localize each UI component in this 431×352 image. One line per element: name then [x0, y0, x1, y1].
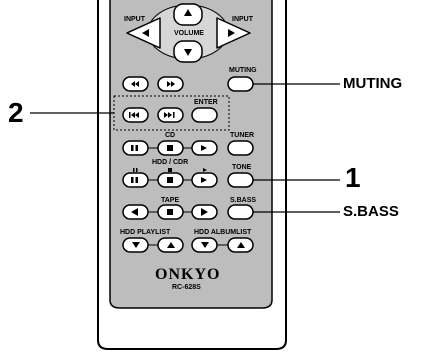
row-tape [122, 204, 254, 220]
sbass-label: S.BASS [230, 197, 257, 204]
hdd-playlist-label: HDD PLAYLIST [120, 229, 171, 236]
row-cd [122, 140, 254, 156]
tuner-label: TUNER [230, 132, 255, 139]
hdd-albumlist-label: HDD ALBUMLIST [194, 229, 252, 236]
muting-label: MUTING [229, 67, 257, 74]
callout-muting: MUTING [343, 75, 403, 92]
tape-label: TAPE [161, 197, 180, 204]
callout-1: 1 [345, 162, 361, 193]
callout-2: 2 [8, 97, 24, 128]
input-right-label: INPUT [232, 16, 253, 23]
tone-label: TONE [232, 164, 252, 171]
model-label: RC-628S [172, 284, 201, 291]
volume-cross [126, 3, 251, 63]
row-hdd-lists [122, 237, 254, 253]
cd-label: CD [165, 132, 176, 139]
brand-logo-text: ONKYO [155, 266, 221, 283]
callout-sbass: S.BASS [343, 203, 399, 220]
row-hdd [122, 168, 254, 188]
enter-label: ENTER [194, 99, 218, 106]
hdd-cdr-label: HDD / CDR [152, 159, 189, 166]
row-search [122, 76, 254, 92]
input-left-label: INPUT [124, 16, 145, 23]
volume-label: VOLUME [174, 30, 204, 37]
row-skip [122, 107, 218, 123]
